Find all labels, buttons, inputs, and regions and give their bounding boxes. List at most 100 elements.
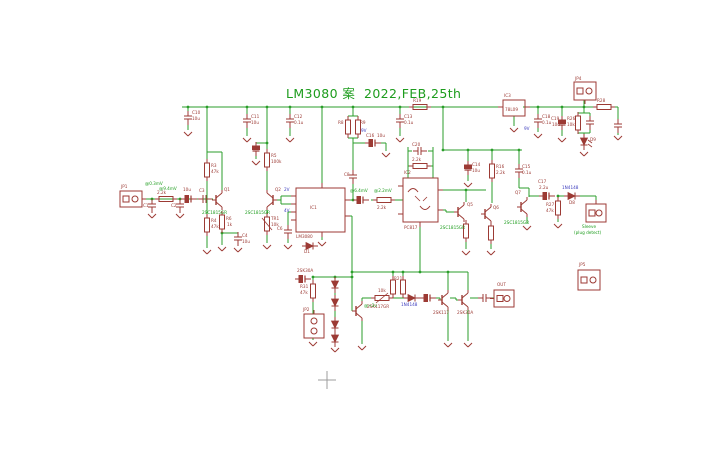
ground-symbol[interactable] <box>553 223 559 229</box>
ground-symbol[interactable] <box>251 160 257 166</box>
resistor-symbol[interactable] <box>310 283 316 299</box>
ground-symbol[interactable] <box>357 345 363 351</box>
resistor-symbol[interactable] <box>463 223 469 239</box>
polarized-capacitor-symbol[interactable] <box>542 192 547 200</box>
resistor-symbol[interactable] <box>489 163 495 179</box>
ground-symbol[interactable] <box>151 213 157 219</box>
resistor-symbol[interactable] <box>264 216 270 232</box>
resistor-symbol[interactable] <box>412 104 428 110</box>
resistor-symbol[interactable] <box>204 162 210 178</box>
ground-symbol[interactable] <box>461 250 467 256</box>
ic-symbol[interactable] <box>402 177 439 223</box>
ground-symbol[interactable] <box>443 342 449 348</box>
diode-symbol[interactable] <box>407 293 416 303</box>
ground-symbol[interactable] <box>463 342 469 348</box>
ground-symbol[interactable] <box>183 131 189 137</box>
transistor-symbol[interactable] <box>215 201 223 208</box>
resistor-symbol[interactable] <box>412 163 428 169</box>
potentiometer-symbol[interactable] <box>261 217 273 231</box>
resistor-symbol[interactable] <box>575 115 581 131</box>
ic-symbol[interactable] <box>295 187 346 233</box>
ground-symbol[interactable] <box>395 137 401 143</box>
ground-symbol[interactable] <box>533 133 539 139</box>
connector-symbol[interactable] <box>310 327 318 335</box>
resistor-symbol[interactable] <box>219 214 225 230</box>
diode-symbol[interactable] <box>330 298 340 307</box>
diode-symbol[interactable] <box>579 137 589 146</box>
polarized-capacitor-symbol[interactable] <box>464 164 472 169</box>
ground-symbol[interactable] <box>287 244 293 250</box>
ground-symbol[interactable] <box>557 137 563 143</box>
ground-symbol[interactable] <box>202 249 208 255</box>
ground-symbol[interactable] <box>486 250 492 256</box>
led-symbol[interactable] <box>587 139 593 144</box>
transistor-symbol[interactable] <box>215 192 223 199</box>
transistor-symbol[interactable] <box>457 213 465 220</box>
transistor-symbol[interactable] <box>520 199 528 206</box>
resistor-symbol[interactable] <box>400 279 406 295</box>
connector-symbol[interactable] <box>589 276 597 284</box>
transistor-symbol[interactable] <box>520 208 528 215</box>
ground-symbol[interactable] <box>266 244 272 250</box>
polarized-capacitor-symbol[interactable] <box>184 195 189 203</box>
transistor-symbol[interactable] <box>457 204 465 211</box>
ground-symbol[interactable] <box>312 341 318 347</box>
ground-symbol[interactable] <box>522 225 528 231</box>
transistor-symbol[interactable] <box>484 215 492 222</box>
ground-symbol[interactable] <box>308 341 314 347</box>
ground-symbol[interactable] <box>583 151 589 157</box>
diode-symbol[interactable] <box>330 334 340 343</box>
ground-symbol[interactable] <box>399 137 405 143</box>
resistor-symbol[interactable] <box>555 200 561 216</box>
ground-symbol[interactable] <box>617 135 623 141</box>
resistor-symbol[interactable] <box>345 119 351 135</box>
potentiometer-symbol[interactable] <box>375 292 389 304</box>
ground-symbol[interactable] <box>321 241 327 247</box>
transistor-symbol[interactable] <box>266 192 274 199</box>
transistor-symbol[interactable] <box>441 292 449 299</box>
ground-symbol[interactable] <box>447 342 453 348</box>
ic-symbol[interactable] <box>502 99 526 117</box>
ground-symbol[interactable] <box>385 152 391 158</box>
transistor-symbol[interactable] <box>461 301 469 308</box>
connector-symbol[interactable] <box>310 317 318 325</box>
ground-symbol[interactable] <box>334 347 340 353</box>
resistor-symbol[interactable] <box>374 295 390 301</box>
resistor-symbol[interactable] <box>264 152 270 168</box>
connector-symbol[interactable] <box>595 209 603 217</box>
ground-symbol[interactable] <box>242 137 248 143</box>
ground-symbol[interactable] <box>285 137 291 143</box>
ground-symbol[interactable] <box>221 246 227 252</box>
transistor-symbol[interactable] <box>484 206 492 213</box>
ground-symbol[interactable] <box>233 247 239 253</box>
diode-symbol[interactable] <box>330 280 340 289</box>
ground-symbol[interactable] <box>179 213 185 219</box>
polarized-capacitor-symbol[interactable] <box>252 145 260 150</box>
led-symbol[interactable] <box>587 143 593 148</box>
diode-symbol[interactable] <box>305 241 314 251</box>
ground-symbol[interactable] <box>255 160 261 166</box>
ground-symbol[interactable] <box>465 250 471 256</box>
ground-symbol[interactable] <box>317 241 323 247</box>
ground-symbol[interactable] <box>463 182 469 188</box>
ground-symbol[interactable] <box>217 246 223 252</box>
ground-symbol[interactable] <box>283 244 289 250</box>
resistor-symbol[interactable] <box>488 225 494 241</box>
ground-symbol[interactable] <box>206 249 212 255</box>
ground-symbol[interactable] <box>557 223 563 229</box>
ground-symbol[interactable] <box>246 137 252 143</box>
ground-symbol[interactable] <box>147 213 153 219</box>
ground-symbol[interactable] <box>467 182 473 188</box>
polarized-capacitor-symbol[interactable] <box>558 119 566 124</box>
ground-symbol[interactable] <box>509 127 515 133</box>
diode-symbol[interactable] <box>330 320 340 329</box>
connector-symbol[interactable] <box>577 269 601 291</box>
transistor-symbol[interactable] <box>461 292 469 299</box>
resistor-symbol[interactable] <box>158 196 174 202</box>
ground-symbol[interactable] <box>262 244 268 250</box>
transistor-symbol[interactable] <box>441 301 449 308</box>
ground-symbol[interactable] <box>613 135 619 141</box>
ground-symbol[interactable] <box>513 127 519 133</box>
ground-symbol[interactable] <box>537 133 543 139</box>
